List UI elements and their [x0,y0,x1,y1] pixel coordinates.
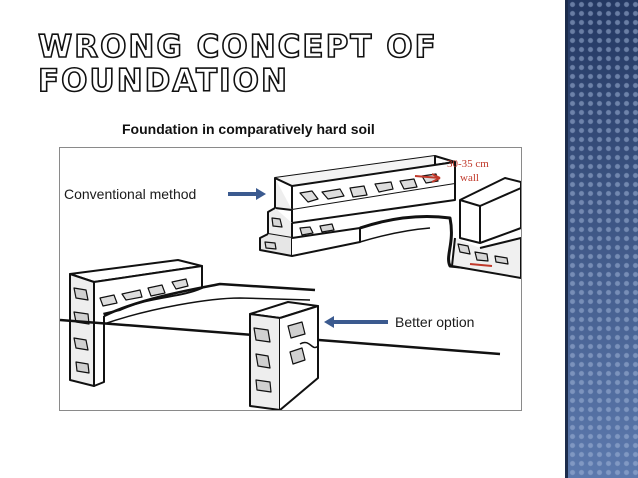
wall-label: wall [460,172,479,184]
slide-title-line-1: Wrong concept of [37,29,438,65]
decorative-side-strip [568,0,638,478]
side-strip-edge [565,0,568,478]
foundation-drawing [60,155,521,410]
conventional-foundation-drawing [259,155,521,279]
better-foundation-drawing [60,259,501,410]
foundation-illustration [59,147,522,411]
figure-caption: Foundation in comparatively hard soil [122,121,375,137]
arrow-left-icon [324,316,388,328]
conventional-method-label: Conventional method [64,186,197,202]
slide-title: Wrong concept of foundation [37,29,458,99]
arrow-right-icon [228,188,266,200]
wall-dimension-label: 30-35 cm [447,158,489,170]
slide-title-line-2: foundation [37,63,289,99]
better-option-label: Better option [395,314,475,330]
